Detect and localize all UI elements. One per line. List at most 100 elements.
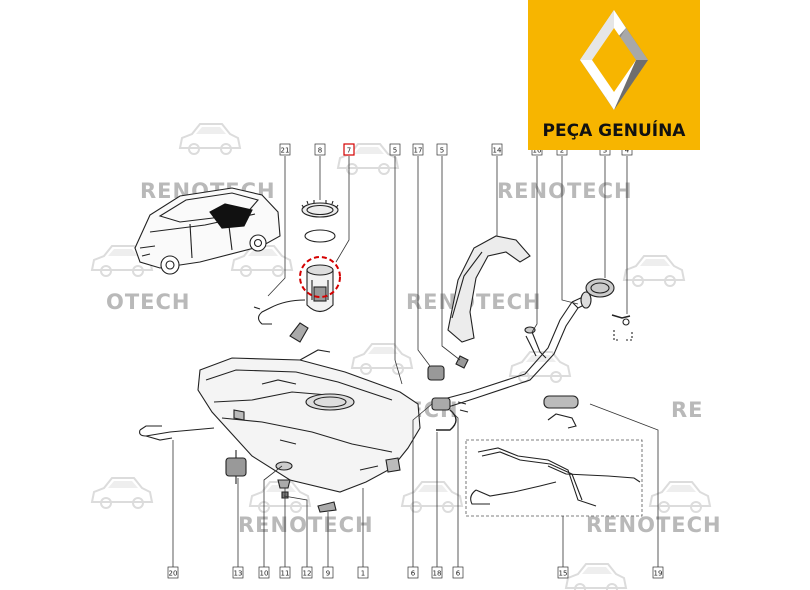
car-silhouette-watermark	[564, 563, 628, 590]
leader-line	[449, 409, 459, 567]
callout-15: 15	[557, 566, 569, 579]
callout-box	[557, 566, 569, 579]
highlight-circle-part-7	[299, 256, 341, 298]
callout-box	[412, 143, 424, 156]
car-silhouette-watermark	[336, 143, 400, 175]
callout-5: 5	[436, 143, 448, 156]
callout-number: 7	[347, 147, 351, 155]
callout-number: 18	[433, 570, 442, 578]
car-silhouette-watermark	[648, 481, 712, 513]
car-silhouette-watermark	[178, 123, 242, 155]
car-silhouette-watermark	[622, 255, 686, 287]
leader-line	[283, 495, 308, 567]
callout-number: 14	[493, 147, 502, 155]
callout-number: 13	[234, 570, 243, 578]
callout-box	[491, 143, 503, 156]
callout-box	[389, 143, 401, 156]
car-silhouette-watermark	[90, 245, 154, 277]
callout-number: 19	[654, 570, 663, 578]
callout-5: 5	[389, 143, 401, 156]
callout-number: 10	[260, 570, 269, 578]
vehicle-location-sketch	[134, 187, 281, 275]
callout-number: 21	[281, 147, 290, 155]
car-silhouette-watermarks	[90, 123, 712, 590]
callout-number: 8	[318, 147, 322, 155]
genuine-part-badge: PEÇA GENUÍNA	[528, 0, 700, 150]
watermark-renotech: RENOTECH	[497, 179, 633, 203]
callout-number: 12	[303, 570, 312, 578]
callout-box	[279, 566, 291, 579]
callout-number: 6	[411, 570, 416, 578]
renault-diamond-logo	[580, 10, 648, 110]
callout-box	[258, 566, 270, 579]
callout-box	[301, 566, 313, 579]
callout-number: 20	[169, 570, 178, 578]
callout-box	[357, 566, 369, 579]
callout-18: 18	[431, 566, 443, 579]
callout-19: 19	[652, 566, 664, 579]
hoses-and-lines	[139, 395, 643, 517]
callout-6: 6	[452, 566, 464, 579]
callout-box	[452, 566, 464, 579]
badge-label: PEÇA GENUÍNA	[543, 119, 687, 141]
callout-8: 8	[314, 143, 326, 156]
car-silhouette-watermark	[400, 481, 464, 513]
car-silhouette-watermark	[350, 343, 414, 375]
watermark-renotech-partial: OTECH	[106, 290, 191, 314]
callouts-bottom-row: 20 13 10 11 12 9 1 6 18 6 15 19	[167, 566, 664, 579]
leader-line	[531, 156, 538, 333]
car-silhouette-watermark	[90, 477, 154, 509]
callout-leader-lines	[172, 156, 659, 567]
callout-number: 15	[559, 570, 568, 578]
callout-box	[431, 566, 443, 579]
callout-13: 13	[232, 566, 244, 579]
callout-box	[279, 143, 291, 156]
callout-number: 3	[603, 147, 607, 155]
leader-line	[561, 156, 579, 305]
callout-number: 16	[533, 147, 542, 155]
leader-line	[267, 156, 286, 297]
callout-number: 4	[625, 147, 630, 155]
wheel-arch-liner	[447, 235, 531, 343]
leader-line	[441, 156, 461, 361]
callout-number: 11	[281, 570, 290, 578]
watermark-renotech: RENOTECH	[238, 513, 374, 537]
fuel-tank	[197, 349, 421, 493]
watermark-renotech-edge: RE	[671, 398, 704, 422]
leader-line	[589, 403, 659, 567]
callout-box	[314, 143, 326, 156]
watermark-renotech: RENOTECH	[586, 513, 722, 537]
leader-line	[335, 156, 350, 263]
callout-6: 6	[407, 566, 419, 579]
callout-box	[232, 566, 244, 579]
callout-1: 1	[357, 566, 369, 579]
fuel-tank-location-marker	[209, 203, 253, 229]
callout-number: 17	[414, 147, 423, 155]
callout-20: 20	[167, 566, 179, 579]
fuel-pump-module	[253, 200, 339, 343]
callout-number: 5	[393, 147, 397, 155]
callout-box	[407, 566, 419, 579]
callout-14: 14	[491, 143, 503, 156]
callout-number: 9	[326, 570, 330, 578]
callout-17: 17	[412, 143, 424, 156]
callout-number: 2	[560, 147, 564, 155]
callout-21: 21	[279, 143, 291, 156]
leader-line	[412, 403, 433, 567]
callout-number: 6	[456, 570, 461, 578]
callout-number: 5	[440, 147, 444, 155]
callout-box	[343, 143, 355, 156]
leader-line	[263, 465, 283, 567]
callout-number: 1	[361, 570, 365, 578]
callout-9: 9	[322, 566, 334, 579]
callout-box	[436, 143, 448, 156]
callout-11: 11	[279, 566, 291, 579]
callout-box	[322, 566, 334, 579]
filler-neck-assembly	[427, 278, 633, 431]
leader-line	[394, 156, 403, 385]
callout-10: 10	[258, 566, 270, 579]
leader-line	[417, 156, 431, 367]
callout-box	[167, 566, 179, 579]
